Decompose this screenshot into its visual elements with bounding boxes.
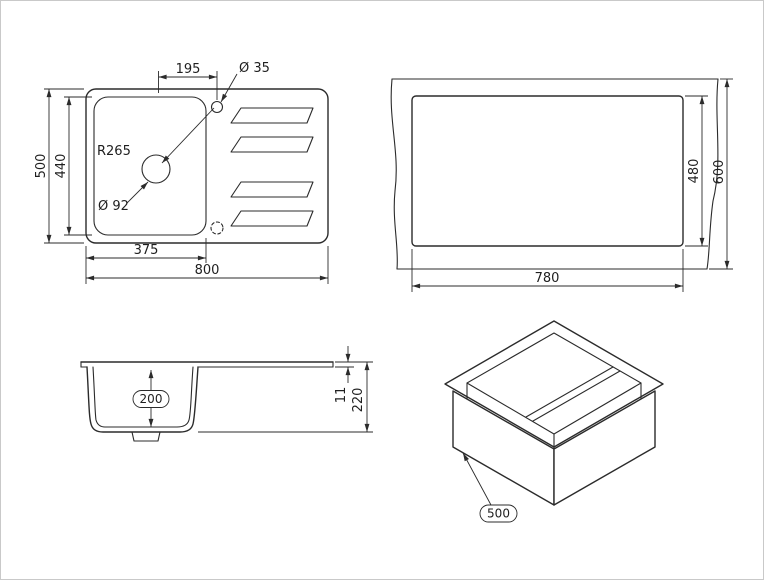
dim-r265-label: R265: [97, 144, 131, 159]
iso-view: [444, 320, 664, 506]
dim-195-label: 195: [176, 62, 201, 77]
dim-375-label: 375: [134, 243, 159, 258]
iso-view-dimensions: 500: [462, 452, 518, 523]
dim-500-bubble: [479, 504, 518, 523]
side-view: [80, 361, 334, 442]
cabinet-side-panel-right: [553, 390, 656, 506]
dim-780-label: 780: [535, 271, 560, 286]
leader-line: [220, 73, 238, 103]
bowl-divider: [532, 370, 621, 422]
bowl-outline: [93, 96, 207, 236]
dim-11-label: 11: [334, 387, 349, 404]
bowl-outer-wall: [86, 366, 199, 433]
side-view-dimensions: 200 11 220: [132, 346, 373, 433]
top-view: [85, 88, 329, 244]
break-line: [706, 78, 719, 270]
dim-500-label: 500: [487, 507, 510, 521]
drainboard-groove: [230, 136, 314, 153]
dim-600-label: 600: [712, 160, 727, 185]
bowl-inner-wall: [92, 366, 194, 428]
cutout-view-dimensions: 480 600 780: [411, 78, 733, 292]
drain-fitting: [131, 431, 161, 442]
cutout-view: [390, 78, 719, 270]
dim-200-label: 200: [140, 392, 163, 406]
break-line: [390, 78, 398, 270]
optional-hole-dashed-circle: [210, 221, 224, 235]
dim-800-label: 800: [195, 263, 220, 278]
dim-d92-label: Ø 92: [98, 199, 129, 214]
leader-line: [161, 107, 215, 164]
dim-200-bubble: [132, 390, 170, 408]
leader-line: [126, 181, 149, 204]
sink-outline: [85, 88, 329, 244]
drainboard-groove: [230, 210, 314, 227]
cutout-rectangle: [411, 95, 684, 247]
dim-d35-label: Ø 35: [239, 61, 270, 76]
dim-480-label: 480: [687, 159, 702, 184]
bowl-divider: [525, 366, 614, 418]
dim-220-label: 220: [351, 388, 366, 413]
top-view-dimensions: 195 Ø 35 500 440 R265 Ø 92 375 800: [34, 61, 329, 284]
drainboard-groove: [230, 181, 314, 198]
dim-500-label: 500: [34, 154, 49, 179]
drain-hole-circle: [141, 154, 171, 184]
dim-440-label: 440: [54, 154, 69, 179]
leader-line: [462, 452, 492, 506]
tap-hole-circle: [210, 100, 224, 114]
drainboard-groove: [230, 107, 314, 124]
